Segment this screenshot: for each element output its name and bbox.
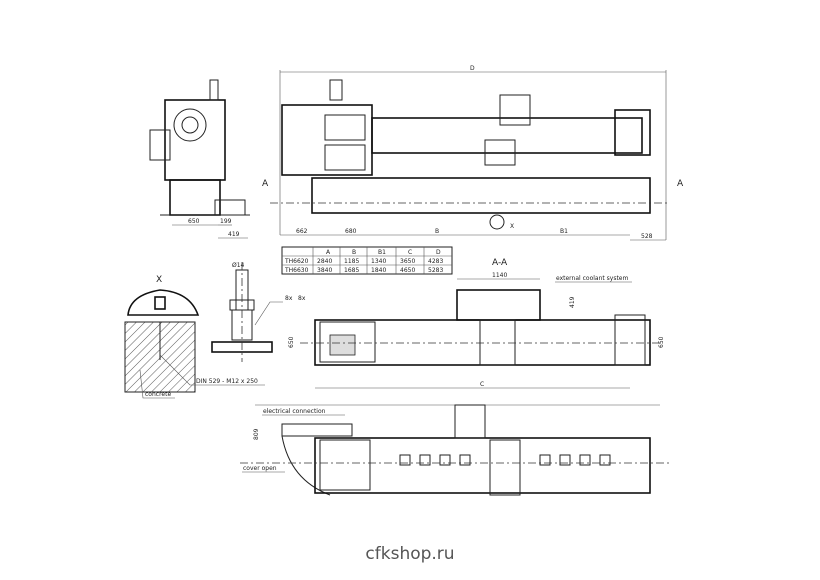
table-cell: 4283	[428, 258, 443, 265]
table-cell: 1340	[371, 258, 386, 265]
cover-label: cover open	[243, 465, 277, 472]
table-header: C	[408, 249, 412, 256]
detail-x: X Ø14 8x 8x DIN 529 - M12 x 250 concrete	[124, 262, 306, 399]
dim-662: 662	[296, 228, 308, 235]
section-view: A-A 1140 external coolant system 419 650…	[288, 258, 665, 389]
table-cell: 2840	[317, 258, 332, 265]
dim-650: 650	[188, 218, 200, 225]
dim-B: B	[435, 228, 439, 235]
dim-1140: 1140	[492, 272, 507, 279]
table-cell: TH6620	[284, 258, 309, 265]
dim-650-right: 650	[658, 336, 665, 348]
count-label: 8x	[285, 295, 293, 302]
table-header: A	[326, 249, 331, 256]
table-cell: 1840	[371, 267, 386, 274]
dim-650-left: 650	[288, 336, 295, 348]
concrete-label: concrete	[145, 391, 171, 398]
table-header: D	[436, 249, 441, 256]
count-label: 8x	[298, 295, 306, 302]
dim-C: C	[480, 381, 484, 388]
dim-199: 199	[220, 218, 232, 225]
bolt-label: DIN 529 - M12 x 250	[196, 378, 258, 385]
section-title: A-A	[492, 258, 508, 268]
table-cell: 5283	[428, 267, 443, 274]
table-cell: TH6630	[284, 267, 309, 274]
dim-419: 419	[569, 296, 576, 308]
table-header: B	[352, 249, 356, 256]
watermark: cfkshop.ru	[365, 544, 455, 564]
table-header: B1	[378, 249, 386, 256]
table-cell: 3650	[400, 258, 415, 265]
dim-680: 680	[345, 228, 357, 235]
table-cell: 1185	[344, 258, 359, 265]
dim-809: 809	[253, 428, 260, 440]
electrical-label: electrical connection	[263, 408, 326, 415]
table-cell: 4650	[400, 267, 415, 274]
dim-419: 419	[228, 231, 240, 238]
section-marker-right: A	[677, 179, 684, 189]
section-marker-left: A	[262, 179, 269, 189]
dim-B1: B1	[560, 228, 568, 235]
coolant-label: external coolant system	[556, 275, 628, 282]
dim-D: D	[470, 65, 475, 72]
dim-528: 528	[641, 233, 653, 240]
dimensions-table: A B B1 C D TH6620 2840 1185 1340 3650 42…	[281, 246, 453, 275]
front-view: D A A X 662 680 B B1 528	[262, 65, 684, 241]
detail-title: X	[156, 275, 162, 285]
table-cell: 1685	[344, 267, 359, 274]
detail-X-marker: X	[510, 223, 514, 230]
table-cell: 3840	[317, 267, 332, 274]
diameter-label: Ø14	[232, 262, 245, 269]
top-view: 809 electrical connection cover open	[240, 404, 670, 496]
side-view: 650 199 419	[149, 79, 250, 239]
